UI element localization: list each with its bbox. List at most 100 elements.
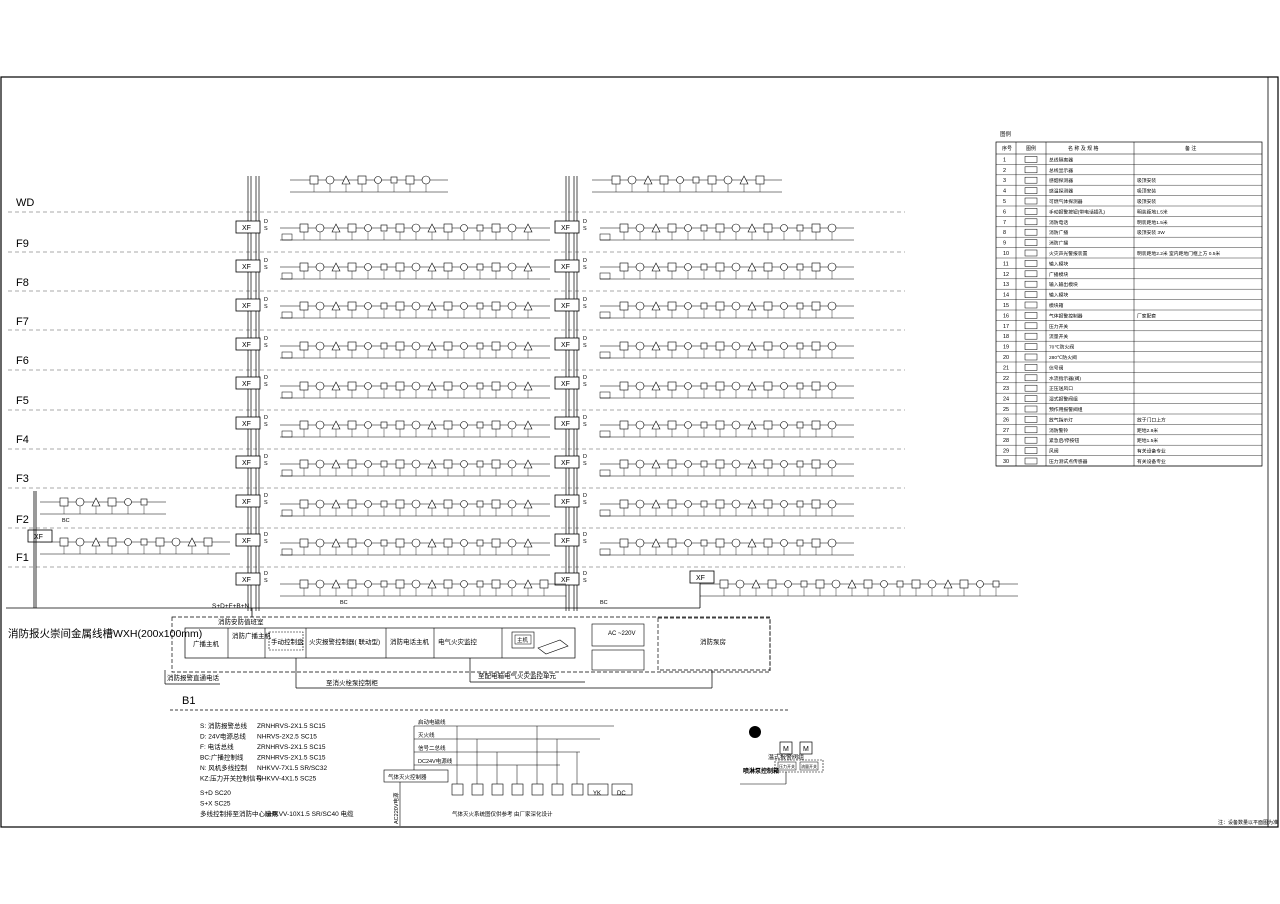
detector-box — [395, 262, 405, 272]
xf-box — [554, 494, 580, 508]
module-box — [347, 420, 357, 430]
speaker-circle — [780, 302, 788, 310]
detector-box — [715, 538, 725, 548]
detector-box — [155, 537, 165, 547]
module-box — [667, 341, 677, 351]
riser-s-label: S — [264, 343, 268, 349]
detector-box — [299, 341, 309, 351]
legend-row-number: 28 — [1003, 438, 1009, 444]
legend-symbol — [1024, 436, 1038, 444]
gas-device — [451, 783, 464, 796]
detector-circle — [635, 262, 645, 272]
legend-symbol — [1024, 208, 1038, 215]
module-box — [347, 499, 357, 509]
xf-label: XF — [561, 460, 570, 467]
xf-label: XF — [34, 534, 43, 541]
detector-box — [911, 579, 921, 589]
floor-levels — [8, 211, 905, 568]
floor-label-f1: F1 — [16, 552, 29, 564]
detector-circle — [75, 497, 85, 507]
button-box — [796, 421, 804, 429]
detector-box — [491, 301, 501, 311]
speaker-circle — [780, 460, 788, 468]
detector-circle — [827, 341, 837, 351]
button-box — [476, 382, 484, 390]
legend-row-note: 明装距地1.5米 — [1137, 219, 1168, 226]
detector-box — [619, 262, 629, 272]
riser-s-label: S — [583, 422, 587, 428]
legend-row-name: 输入模块 — [1049, 292, 1068, 299]
detector-circle — [831, 579, 841, 589]
riser-s-label: S — [583, 461, 587, 467]
detector-circle — [315, 223, 325, 233]
legend-symbol — [1024, 364, 1038, 371]
legend-row-number: 3 — [1003, 178, 1006, 184]
button-box — [380, 500, 388, 508]
module-box — [443, 420, 453, 430]
detector-box — [59, 497, 69, 507]
pump-title: 温式报警阀组 — [768, 753, 804, 761]
detector-box — [309, 175, 319, 185]
riser-s-label: S — [264, 265, 268, 271]
b1-label: B1 — [182, 695, 195, 707]
speaker-circle — [684, 460, 692, 468]
cable-legend-spec: NHRVS-2X2.5 SC15 — [257, 734, 317, 741]
legend-symbol — [1024, 187, 1038, 194]
electric-monitor-label: 电气火灾监控 — [438, 637, 478, 646]
speaker-circle — [976, 580, 984, 588]
button-box — [700, 302, 708, 310]
gas-tag-yk: YK — [593, 791, 601, 797]
direct-phone-label: 消防报警直通电话 — [167, 673, 220, 682]
module-small — [599, 548, 611, 556]
xf-box — [554, 416, 580, 430]
detector-box — [299, 459, 309, 469]
detector-circle — [827, 262, 837, 272]
legend-row-note: 距地1.5米 — [1137, 437, 1158, 444]
xf-label: XF — [242, 460, 251, 467]
button-box — [700, 421, 708, 429]
riser-s-label: S — [583, 539, 587, 545]
speaker-circle — [880, 580, 888, 588]
legend-symbol — [1024, 426, 1038, 434]
module-box — [667, 262, 677, 272]
riser-d-label: D — [583, 336, 587, 342]
legend-row-name: 模块箱 — [1049, 302, 1064, 309]
legend-symbol — [1024, 301, 1038, 309]
cable-tray-label: 消防报火崇间金属线槽WXH(200x100mm) — [8, 627, 202, 640]
xf-box — [235, 220, 261, 234]
floor-label-wd: WD — [16, 197, 34, 209]
detector-box — [707, 175, 717, 185]
legend-row-number: 22 — [1003, 376, 1009, 382]
legend-row-number: 14 — [1003, 293, 1009, 299]
gas-device — [571, 783, 584, 796]
detector-circle — [507, 420, 517, 430]
module-box — [767, 579, 777, 589]
legend-row-number: 2 — [1003, 168, 1006, 174]
cable-legend-code: F: 电话总线 — [200, 742, 234, 751]
riser-s-label: S — [583, 265, 587, 271]
xf-label: XF — [242, 225, 251, 232]
module-box — [347, 223, 357, 233]
control-room-label: 消防安防值班室 — [218, 617, 264, 626]
legend-row-name: 手动报警按钮(带电话插孔) — [1049, 208, 1105, 215]
detector-circle — [411, 538, 421, 548]
button-box — [700, 460, 708, 468]
riser-d-label: D — [264, 415, 268, 421]
module-box — [763, 381, 773, 391]
speaker-circle — [364, 460, 372, 468]
riser-d-label: D — [264, 336, 268, 342]
speaker-circle — [780, 342, 788, 350]
module-small — [281, 311, 293, 319]
button-box — [476, 539, 484, 547]
legend-row-note: 吸顶安装 — [1137, 198, 1156, 205]
legend-header-note: 备 注 — [1185, 145, 1196, 152]
detector-box — [299, 579, 309, 589]
legend-row-number: 16 — [1003, 313, 1009, 319]
detector-box — [491, 262, 501, 272]
button-box — [380, 460, 388, 468]
broadcast-host-label: 广播主机 — [193, 639, 220, 648]
speaker-circle — [374, 176, 382, 184]
module-box — [863, 579, 873, 589]
legend-symbol — [1024, 457, 1038, 465]
module-small — [281, 509, 293, 517]
